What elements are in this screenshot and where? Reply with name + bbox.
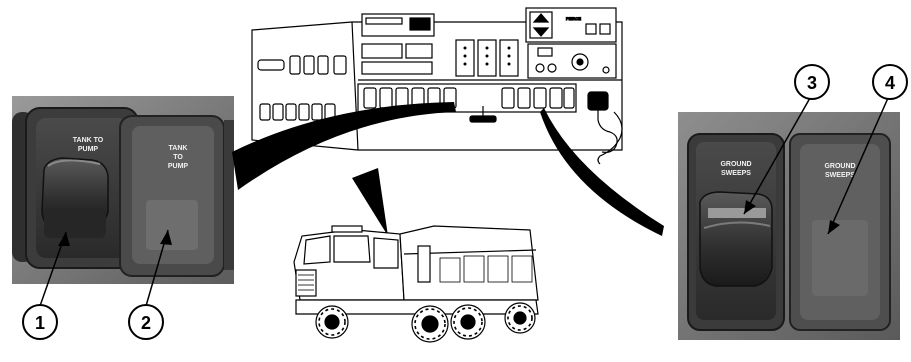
ground-sweeps-label-line2: SWEEPS <box>721 170 751 177</box>
tank-to-pump-label-line2: PUMP <box>78 146 99 153</box>
ground-sweeps-inactive-line1: GROUND <box>824 163 855 170</box>
truck-grille <box>296 270 316 296</box>
inactive-rocker-lens <box>146 200 198 250</box>
callout-2-number: 2 <box>141 313 151 333</box>
body-door <box>418 246 430 282</box>
callout-4-number: 4 <box>885 73 895 93</box>
cab-side-window <box>374 238 398 268</box>
ground-sweeps-rocker <box>700 192 772 286</box>
tank-to-pump-inactive-line2: TO <box>173 154 183 161</box>
callout-1-number: 1 <box>35 313 45 333</box>
callout-3-number: 3 <box>807 73 817 93</box>
tank-to-pump-inactive-line1: TANK <box>169 145 188 152</box>
large-knob-center <box>577 59 583 65</box>
left-photo-edge <box>224 120 234 270</box>
rocker-lower-shadow <box>44 208 106 238</box>
top-right-module <box>526 8 616 42</box>
microphone-icon <box>588 92 608 110</box>
left-switch-photo: TANK TO PUMP TANK TO PUMP <box>12 96 234 284</box>
display-screen <box>410 18 430 30</box>
tank-to-pump-inactive-line3: PUMP <box>168 163 189 170</box>
fire-truck-drawing <box>294 226 538 342</box>
ground-sweeps-label-line1: GROUND <box>720 161 751 168</box>
inactive-ground-sweeps-lens <box>812 220 868 296</box>
panel-brand-text: PIERCE <box>566 16 581 21</box>
slide-lever <box>470 116 496 122</box>
roof-light-bar <box>332 226 362 232</box>
tank-to-pump-label-line1: TANK TO <box>73 137 104 144</box>
cab-windshield-left <box>304 236 330 264</box>
ground-sweeps-indicator-strip <box>708 208 766 218</box>
ground-sweeps-inactive-line2: SWEEPS <box>825 172 855 179</box>
cab-windshield-right <box>334 236 370 262</box>
